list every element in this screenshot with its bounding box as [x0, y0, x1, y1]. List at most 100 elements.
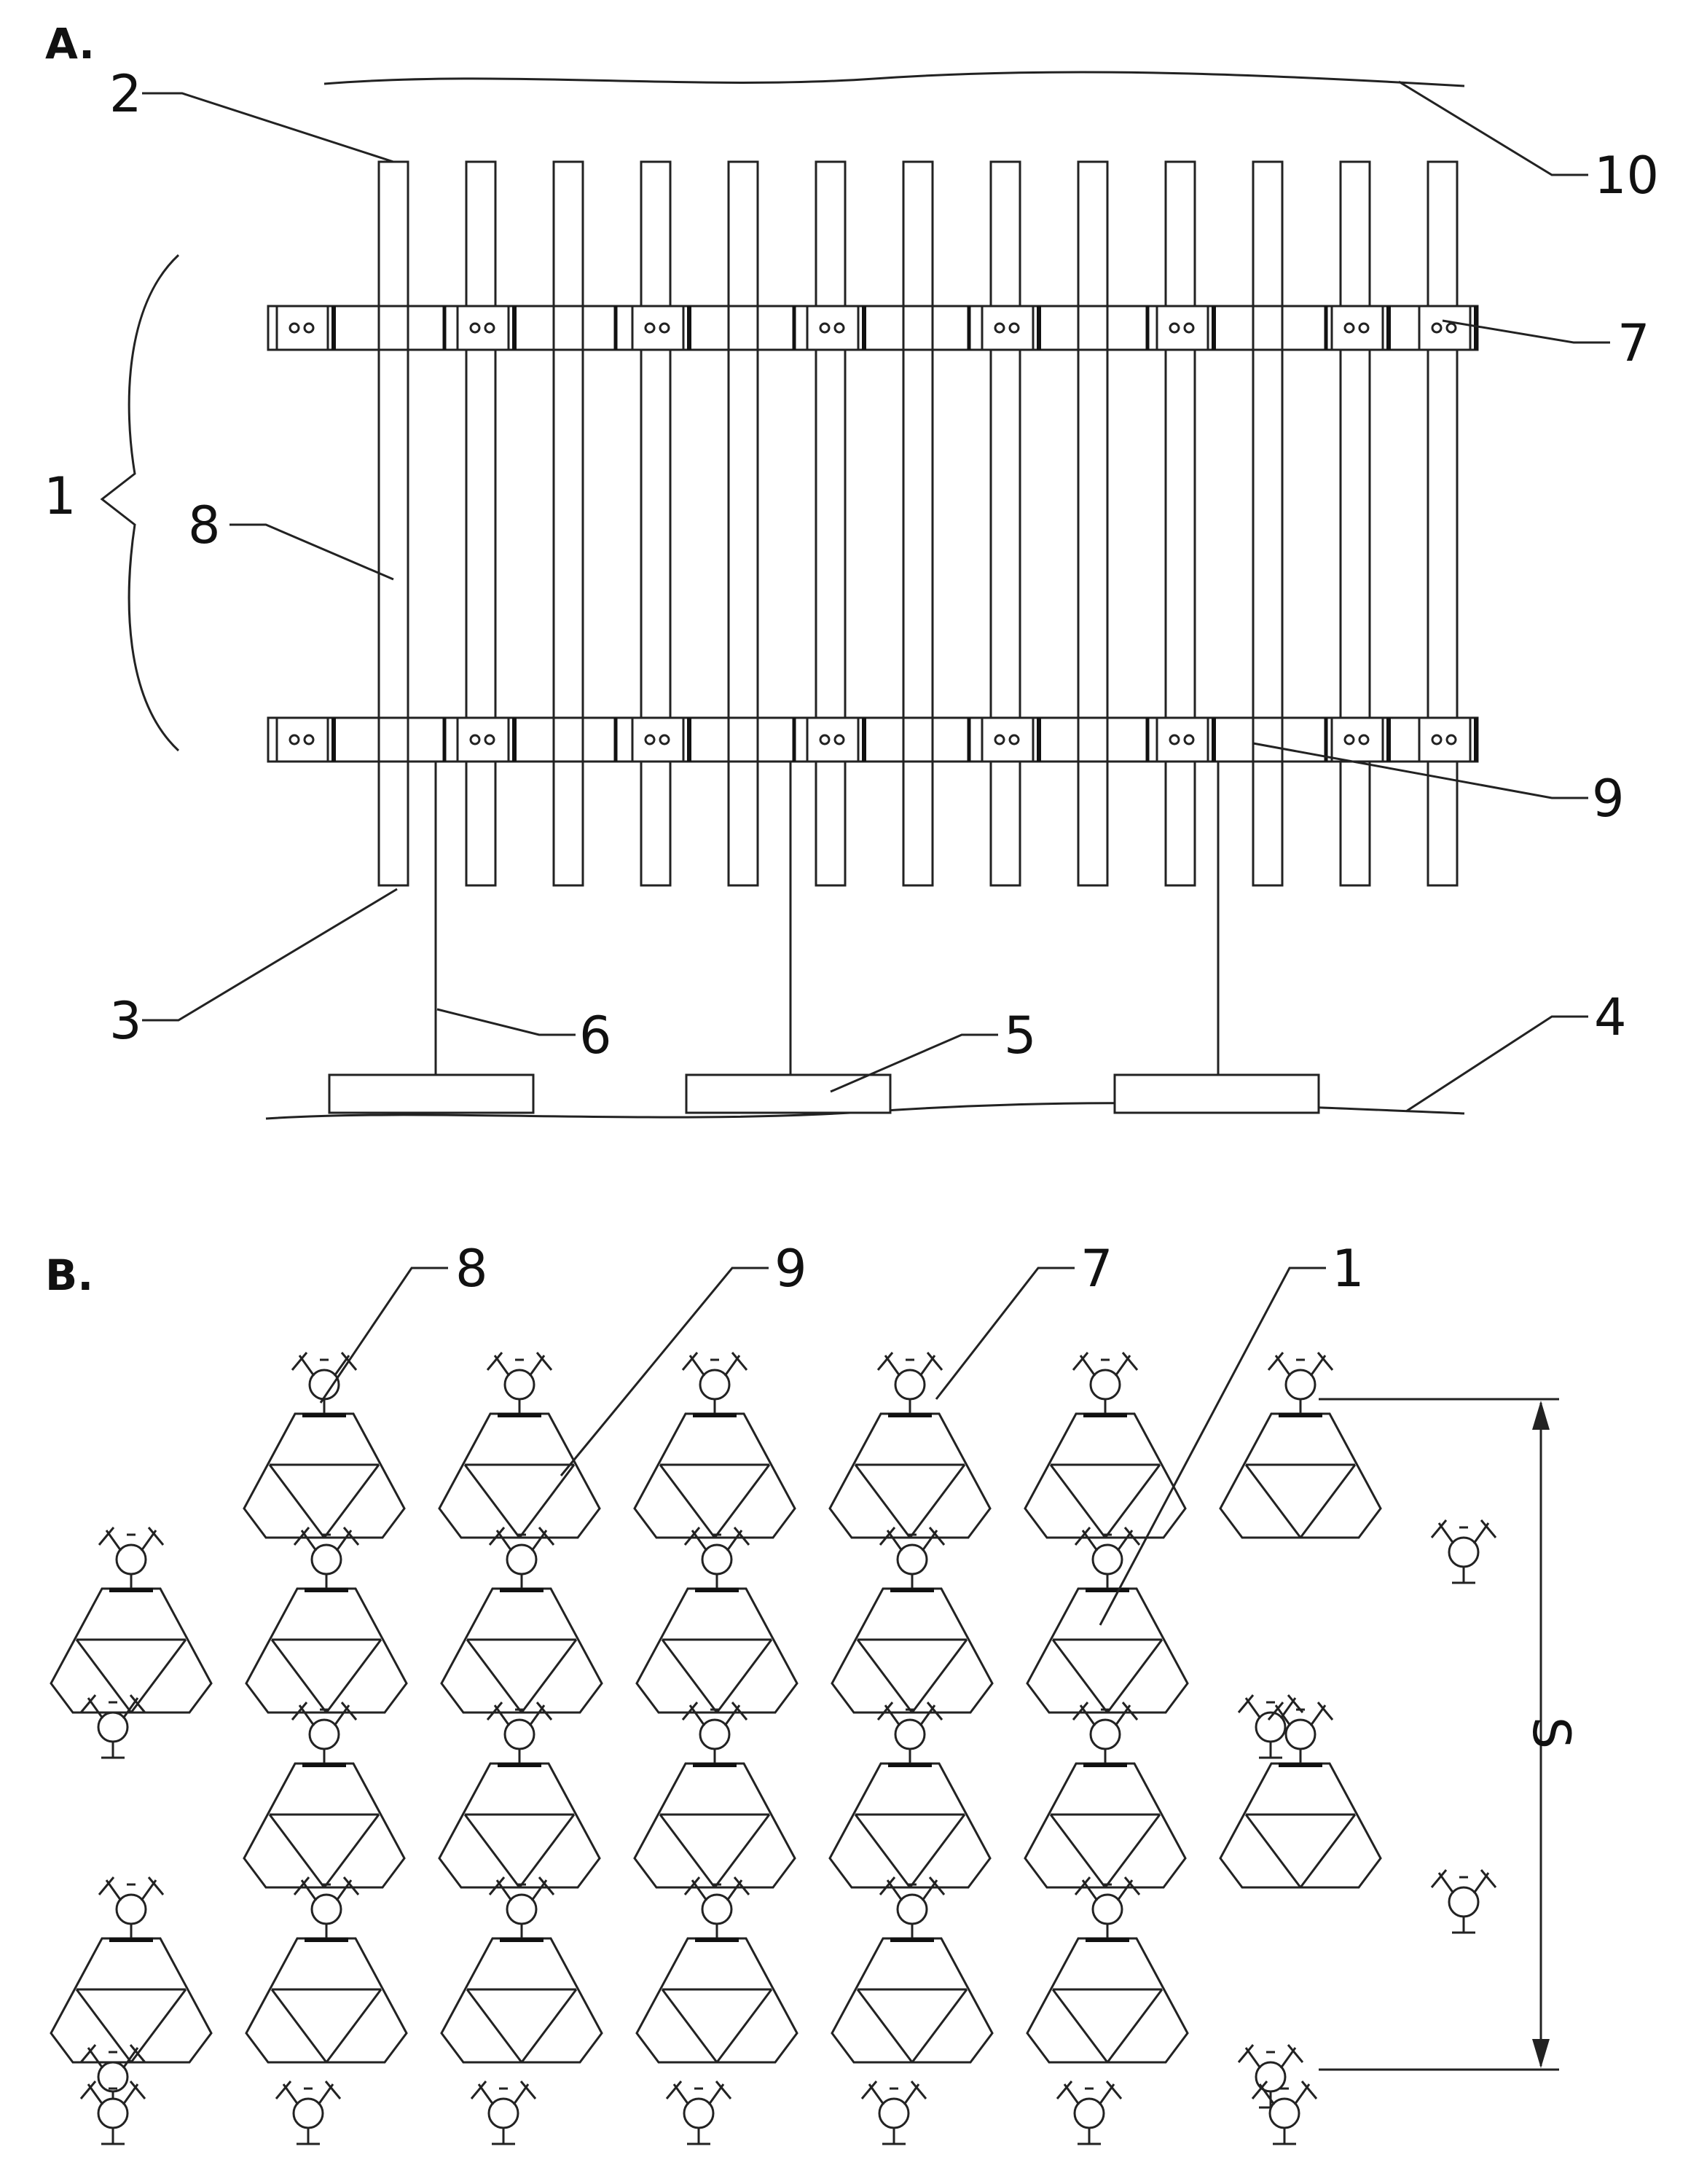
- hex-unit: [245, 1937, 408, 2064]
- group-bracket: [100, 254, 180, 752]
- node-arm: [879, 1527, 896, 1546]
- rod: [902, 160, 934, 887]
- node-arm: [1105, 2081, 1123, 2099]
- unit-inner: [518, 1814, 576, 1888]
- unit-inner: [1106, 1639, 1163, 1713]
- callout-3: 3: [109, 991, 142, 1051]
- callout-b-1: 1: [1332, 1239, 1365, 1299]
- anchor-weight: [328, 1073, 535, 1114]
- bolt-hole: [833, 322, 845, 334]
- node-buoy: [79, 2081, 146, 2145]
- unit-inner: [1104, 1814, 1161, 1888]
- unit-inner: [1051, 1639, 1109, 1713]
- node-arm: [1251, 2081, 1268, 2099]
- panel-a-leaders: [142, 80, 1610, 1113]
- clamp-block: [981, 305, 1035, 351]
- node-arm: [731, 1352, 748, 1371]
- node-buoy: [486, 1352, 553, 1417]
- unit-inner: [1049, 1814, 1107, 1888]
- node-arm: [1316, 1702, 1334, 1721]
- node-arm: [1072, 1702, 1089, 1721]
- node-buoy: [98, 1527, 165, 1592]
- hex-unit: [828, 1412, 992, 1539]
- bolt-hole: [303, 734, 315, 745]
- callout-7: 7: [1617, 313, 1650, 373]
- unit-outline: [1026, 1587, 1189, 1714]
- surface-line: [323, 71, 1465, 87]
- unit-inner: [130, 1989, 187, 2063]
- node-arm: [876, 1702, 894, 1721]
- node-buoy: [488, 1527, 555, 1592]
- unit-inner: [909, 1464, 966, 1538]
- unit-outline: [831, 1587, 994, 1714]
- node-arm: [681, 1352, 699, 1371]
- unit-outline: [440, 1587, 603, 1714]
- node-arm: [1072, 1352, 1089, 1371]
- node-arm: [79, 1694, 97, 1713]
- bolt-hole: [469, 322, 481, 334]
- unit-inner: [661, 1639, 718, 1713]
- anchor-weight: [1113, 1073, 1320, 1114]
- node-buoy: [79, 2044, 146, 2109]
- unit-inner: [911, 1989, 968, 2063]
- dimension-s-label: S: [1521, 1717, 1581, 1749]
- node-buoy: [665, 2081, 732, 2145]
- node-arm: [733, 1876, 750, 1895]
- node-arm: [340, 1702, 358, 1721]
- callout-8: 8: [188, 496, 221, 555]
- node-arm: [79, 2081, 97, 2099]
- bolt-hole: [1358, 734, 1370, 745]
- node-arm: [1430, 1869, 1448, 1888]
- bolt-hole: [659, 322, 670, 334]
- unit-outline: [50, 1587, 213, 1714]
- node-arm: [876, 1352, 894, 1371]
- bolt-hole: [1169, 322, 1180, 334]
- node-buoy: [1430, 1519, 1497, 1584]
- clamp-block: [456, 716, 510, 763]
- unit-outline: [438, 1412, 601, 1539]
- node-arm: [928, 1876, 946, 1895]
- unit-inner: [463, 1814, 521, 1888]
- callout-2: 2: [109, 64, 142, 124]
- node-arm: [1480, 1519, 1497, 1538]
- bolt-hole: [833, 734, 845, 745]
- clamp-block: [1330, 305, 1384, 351]
- node-arm: [1074, 1876, 1091, 1895]
- unit-outline: [633, 1762, 796, 1889]
- bolt-hole: [484, 322, 495, 334]
- hex-unit: [828, 1762, 992, 1889]
- clamp-block: [1155, 716, 1209, 763]
- node-arm: [79, 2044, 97, 2063]
- clamp-block: [631, 716, 685, 763]
- unit-inner: [270, 1639, 328, 1713]
- node-buoy: [1251, 2081, 1318, 2145]
- unit-inner: [909, 1814, 966, 1888]
- node-arm: [98, 1876, 115, 1895]
- node-arm: [926, 1352, 943, 1371]
- rod: [727, 160, 759, 887]
- node-buoy: [1072, 1702, 1139, 1766]
- node-arm: [683, 1876, 701, 1895]
- unit-inner: [854, 1464, 911, 1538]
- hex-unit: [440, 1587, 603, 1714]
- bolt-hole: [1169, 734, 1180, 745]
- node-arm: [486, 1352, 503, 1371]
- node-arm: [1237, 2044, 1255, 2063]
- node-arm: [98, 1527, 115, 1546]
- unit-inner: [463, 1464, 521, 1538]
- unit-inner: [520, 1989, 578, 2063]
- unit-outline: [635, 1587, 798, 1714]
- unit-outline: [1024, 1412, 1187, 1539]
- node-arm: [129, 2044, 146, 2063]
- node-arm: [665, 2081, 683, 2099]
- rod: [1339, 160, 1371, 887]
- hex-unit: [50, 1937, 213, 2064]
- bolt-hole: [1431, 322, 1443, 334]
- unit-inner: [713, 1464, 771, 1538]
- callout-10: 10: [1594, 146, 1659, 206]
- bolt-hole: [289, 322, 300, 334]
- node-buoy: [291, 1702, 358, 1766]
- bolt-hole: [1343, 734, 1355, 745]
- node-arm: [535, 1702, 553, 1721]
